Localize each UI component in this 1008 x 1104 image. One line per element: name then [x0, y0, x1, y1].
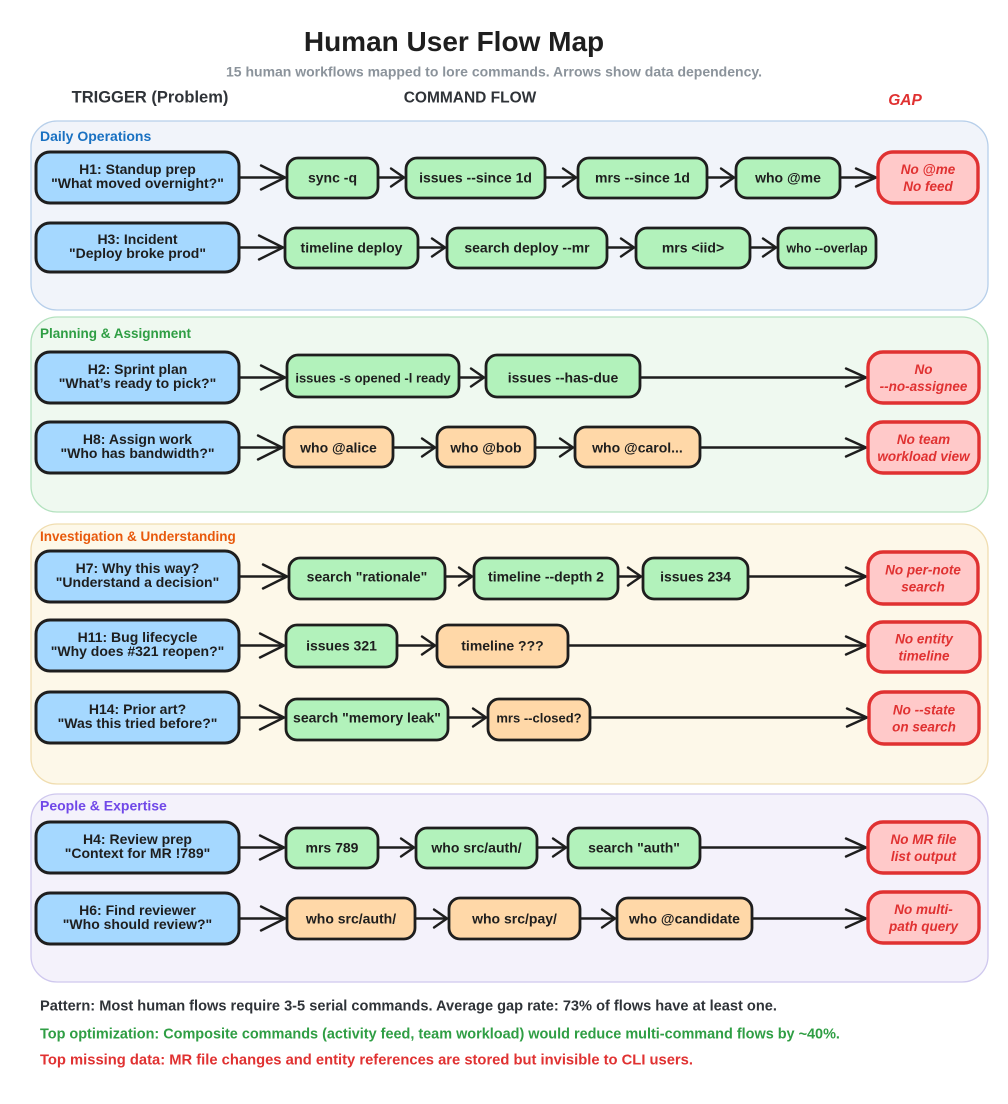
- svg-text:No @me: No @me: [901, 162, 956, 177]
- svg-text:issues -s opened -l ready: issues -s opened -l ready: [295, 371, 451, 386]
- svg-text:GAP: GAP: [888, 92, 922, 109]
- svg-text:"Deploy broke prod": "Deploy broke prod": [69, 245, 206, 261]
- svg-text:15 human workflows mapped to l: 15 human workflows mapped to lore comman…: [226, 64, 762, 80]
- svg-text:mrs --since 1d: mrs --since 1d: [595, 170, 690, 186]
- svg-text:search deploy --mr: search deploy --mr: [464, 240, 590, 256]
- svg-text:timeline ???: timeline ???: [461, 638, 543, 654]
- svg-text:No: No: [915, 362, 933, 377]
- svg-text:No entity: No entity: [895, 632, 954, 647]
- svg-text:who @carol...: who @carol...: [591, 440, 683, 456]
- svg-text:workload view: workload view: [877, 449, 971, 464]
- svg-text:search "rationale": search "rationale": [307, 569, 428, 585]
- svg-text:timeline --depth 2: timeline --depth 2: [488, 569, 604, 585]
- svg-text:H6: Find reviewer: H6: Find reviewer: [79, 902, 196, 918]
- svg-text:issues 234: issues 234: [660, 569, 731, 585]
- svg-text:Planning & Assignment: Planning & Assignment: [40, 326, 192, 341]
- svg-text:Pattern: Most human flows requ: Pattern: Most human flows require 3-5 se…: [40, 999, 777, 1015]
- svg-text:Human User Flow Map: Human User Flow Map: [304, 26, 604, 57]
- svg-text:"Was this tried before?": "Was this tried before?": [58, 715, 218, 731]
- svg-text:who src/auth/: who src/auth/: [430, 840, 521, 856]
- svg-text:who @alice: who @alice: [299, 440, 377, 456]
- svg-text:search: search: [901, 580, 945, 595]
- svg-text:H8: Assign work: H8: Assign work: [83, 431, 192, 447]
- svg-text:timeline deploy: timeline deploy: [301, 240, 403, 256]
- svg-text:who @bob: who @bob: [449, 440, 521, 456]
- svg-text:path query: path query: [888, 919, 960, 934]
- svg-text:who @me: who @me: [754, 170, 821, 186]
- svg-text:Investigation & Understanding: Investigation & Understanding: [40, 529, 236, 544]
- svg-text:"What’s ready to pick?": "What’s ready to pick?": [59, 375, 216, 391]
- svg-text:No per-note: No per-note: [885, 563, 961, 578]
- svg-text:TRIGGER (Problem): TRIGGER (Problem): [72, 89, 229, 107]
- svg-text:mrs <iid>: mrs <iid>: [662, 240, 724, 256]
- svg-text:H11: Bug lifecycle: H11: Bug lifecycle: [78, 629, 198, 645]
- svg-text:H3: Incident: H3: Incident: [97, 231, 177, 247]
- svg-text:"Understand a decision": "Understand a decision": [56, 574, 219, 590]
- svg-text:H4: Review prep: H4: Review prep: [83, 831, 192, 847]
- svg-text:sync -q: sync -q: [308, 170, 357, 186]
- svg-text:list output: list output: [891, 849, 957, 864]
- svg-text:issues 321: issues 321: [306, 638, 377, 654]
- svg-text:on search: on search: [892, 720, 956, 735]
- svg-text:No feed: No feed: [903, 179, 953, 194]
- svg-text:issues --since 1d: issues --since 1d: [419, 170, 532, 186]
- svg-text:issues --has-due: issues --has-due: [508, 370, 619, 386]
- svg-text:who @candidate: who @candidate: [628, 911, 740, 927]
- svg-text:H7: Why this way?: H7: Why this way?: [76, 560, 200, 576]
- svg-text:People & Expertise: People & Expertise: [40, 798, 167, 814]
- svg-text:No MR file: No MR file: [891, 832, 957, 847]
- svg-text:H14: Prior art?: H14: Prior art?: [89, 701, 186, 717]
- svg-text:mrs --closed?: mrs --closed?: [496, 711, 581, 726]
- svg-text:who src/auth/: who src/auth/: [305, 911, 396, 927]
- svg-text:"Why does #321 reopen?": "Why does #321 reopen?": [51, 643, 225, 659]
- svg-text:Daily Operations: Daily Operations: [40, 128, 151, 144]
- svg-text:No multi-: No multi-: [894, 902, 953, 917]
- svg-text:COMMAND FLOW: COMMAND FLOW: [404, 90, 537, 107]
- svg-text:search "memory leak": search "memory leak": [293, 710, 441, 726]
- svg-text:No --state: No --state: [893, 703, 956, 718]
- svg-text:search "auth": search "auth": [588, 840, 680, 856]
- svg-text:H2: Sprint plan: H2: Sprint plan: [88, 361, 188, 377]
- svg-text:who --overlap: who --overlap: [785, 242, 868, 256]
- svg-text:"Who should review?": "Who should review?": [63, 916, 212, 932]
- svg-text:mrs 789: mrs 789: [306, 840, 359, 856]
- svg-text:No team: No team: [897, 432, 950, 447]
- svg-text:--no-assignee: --no-assignee: [880, 379, 968, 394]
- svg-text:timeline: timeline: [898, 649, 950, 664]
- svg-text:H1: Standup prep: H1: Standup prep: [79, 161, 196, 177]
- svg-text:who src/pay/: who src/pay/: [471, 911, 557, 927]
- svg-text:"Who has bandwidth?": "Who has bandwidth?": [60, 445, 214, 461]
- svg-text:"What moved overnight?": "What moved overnight?": [51, 175, 224, 191]
- svg-text:Top missing data: MR file chan: Top missing data: MR file changes and en…: [40, 1053, 693, 1069]
- svg-text:"Context for MR !789": "Context for MR !789": [65, 845, 211, 861]
- svg-text:Top optimization: Composite co: Top optimization: Composite commands (ac…: [40, 1027, 840, 1043]
